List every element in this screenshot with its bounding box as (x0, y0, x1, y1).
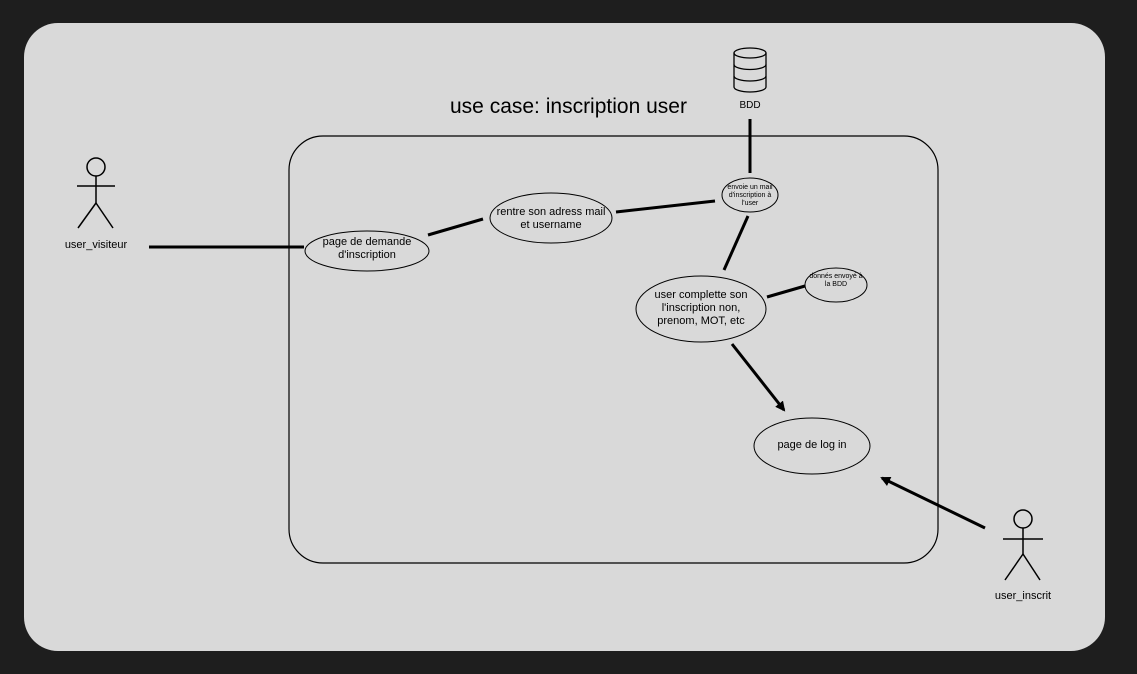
use-case-send-mail (721, 177, 779, 213)
actor-visitor-label: user_visiteur (64, 239, 128, 251)
link-email-mail (615, 199, 716, 214)
arrow-registered-login (880, 476, 986, 530)
diagram-canvas (24, 23, 1105, 651)
actor-visitor-icon (77, 157, 115, 229)
use-case-login-page (753, 417, 871, 475)
use-case-send-mail-label: envoie un mail d'inscription à l'user (727, 184, 773, 208)
use-case-complete-signup-label: user complette son l'inscription non, pr… (654, 289, 748, 328)
use-case-login-page-label: page de log in (777, 439, 847, 451)
use-case-signup-page-label: page de demande d'inscription (322, 236, 412, 262)
actor-registered-icon (1003, 509, 1043, 581)
use-case-data-sent-label: donnés envoyé à la BDD (809, 273, 863, 289)
system-boundary (288, 135, 939, 564)
database-icon (733, 47, 767, 93)
use-case-enter-email-label: rentre son adress mail et username (496, 206, 606, 232)
link-mail-complete (722, 215, 750, 271)
link-complete-data (766, 284, 806, 299)
use-case-enter-email (489, 192, 613, 244)
arrow-complete-login (730, 343, 786, 412)
use-case-complete-signup (635, 275, 767, 343)
actor-registered-label: user_inscrit (994, 590, 1052, 602)
use-case-data-sent (804, 267, 868, 303)
database-label: BDD (739, 100, 761, 111)
link-signup-email (427, 217, 484, 237)
diagram-title: use case: inscription user (450, 95, 687, 118)
use-case-signup-page (304, 230, 430, 272)
